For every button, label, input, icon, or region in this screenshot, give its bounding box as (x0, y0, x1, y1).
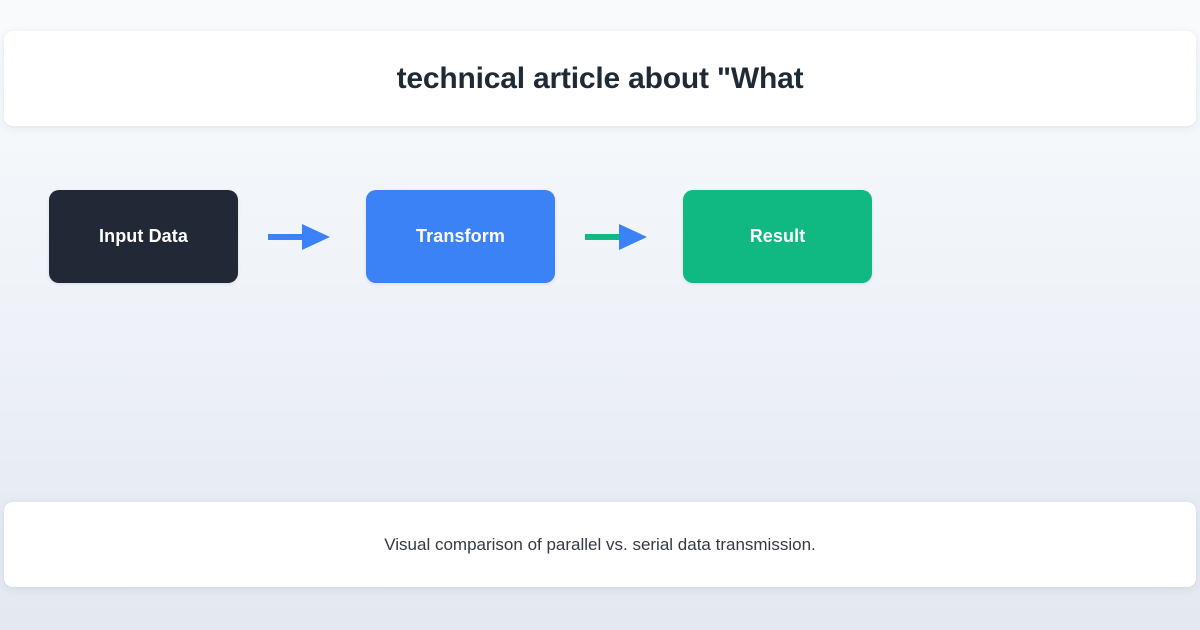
flow-node-transform[interactable]: Transform (366, 190, 555, 283)
flow-node-label: Input Data (99, 226, 188, 246)
flow-node-label: Transform (416, 226, 505, 246)
flow-arrow-2 (555, 190, 683, 283)
caption-card: Visual comparison of parallel vs. serial… (4, 502, 1196, 587)
flow-diagram: Input Data Transform Result (49, 190, 872, 283)
flow-node-input-data[interactable]: Input Data (49, 190, 238, 283)
flow-arrow-1 (238, 190, 366, 283)
header-card: technical article about "What (4, 31, 1196, 126)
diagram-caption: Visual comparison of parallel vs. serial… (384, 534, 816, 554)
flow-node-label: Result (749, 226, 806, 246)
page-title: technical article about "What (396, 61, 804, 95)
flow-node-result[interactable]: Result (683, 190, 872, 283)
